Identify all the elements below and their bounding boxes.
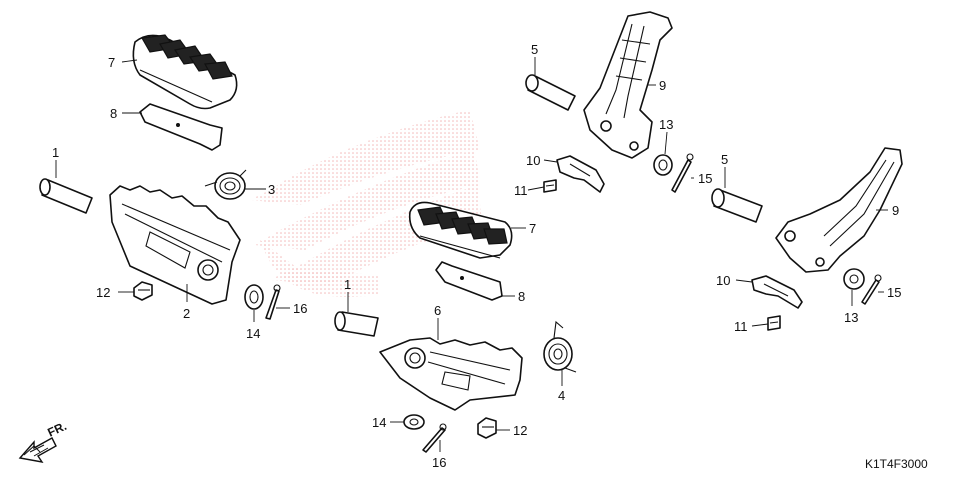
washer-part-13-upper [653,154,673,176]
pin-part-5-upper [525,74,576,111]
callout-13-lower: 13 [844,310,858,325]
callout-8: 8 [110,106,117,121]
callout-3: 3 [268,182,275,197]
cotter-pin-part-15-upper [671,153,694,193]
pin-part-1-center [334,311,379,337]
drawing-code: K1T4F3000 [865,457,928,471]
plate-part-10-lower [751,275,803,309]
callout-16: 16 [293,301,307,316]
footpeg-part-2 [109,185,241,305]
washer-part-13-lower [843,268,865,290]
callout-5-lower: 5 [721,152,728,167]
washer-part-14-center [403,414,425,430]
callout-14-center: 14 [372,415,386,430]
callout-10-lower: 10 [716,273,730,288]
callout-14: 14 [246,326,260,341]
callout-7: 7 [108,55,115,70]
pin-part-1 [39,178,93,214]
rubber-pad-part-7-center [408,201,513,259]
callout-6: 6 [434,303,441,318]
spring-part-3 [204,169,247,200]
callout-9-lower: 9 [892,203,899,218]
front-arrow-icon [18,437,57,463]
footpeg-part-6 [379,337,523,411]
cotter-pin-part-16-left [265,284,281,320]
washer-part-14-left [244,284,264,310]
callout-13: 13 [659,117,673,132]
callout-12-center: 12 [513,423,527,438]
callout-15: 15 [698,171,712,186]
callout-12: 12 [96,285,110,300]
bracket-part-9-lower [775,147,903,273]
screw-part-11-lower [767,315,781,331]
callout-10: 10 [526,153,540,168]
callout-1-center: 1 [344,277,351,292]
pin-part-5-lower [711,188,763,223]
callout-7-center: 7 [529,221,536,236]
bolt-part-12-left [133,281,153,301]
callout-1: 1 [52,145,59,160]
callout-8-center: 8 [518,289,525,304]
plate-part-8 [139,103,223,151]
screw-part-11-upper [543,179,557,193]
callout-9: 9 [659,78,666,93]
plate-part-8-center [435,261,503,301]
callout-11: 11 [514,183,528,198]
direction-label: FR. [45,419,68,440]
callout-11-lower: 11 [734,319,748,334]
rubber-pad-part-7 [132,34,238,110]
leader-lines [55,57,888,452]
bracket-part-9-upper [583,11,673,159]
callout-15-lower: 15 [887,285,901,300]
cotter-pin-part-16-center [422,423,447,453]
plate-part-10-upper [556,155,605,193]
spring-part-4 [543,320,577,373]
callout-2: 2 [183,306,190,321]
bolt-part-12-center [477,417,497,439]
callout-5: 5 [531,42,538,57]
callout-4: 4 [558,388,565,403]
callout-16-center: 16 [432,455,446,470]
cotter-pin-part-15-lower [861,274,882,305]
callout-labels: 7 8 1 3 12 2 14 16 7 8 1 6 4 14 16 12 5 … [52,42,901,470]
